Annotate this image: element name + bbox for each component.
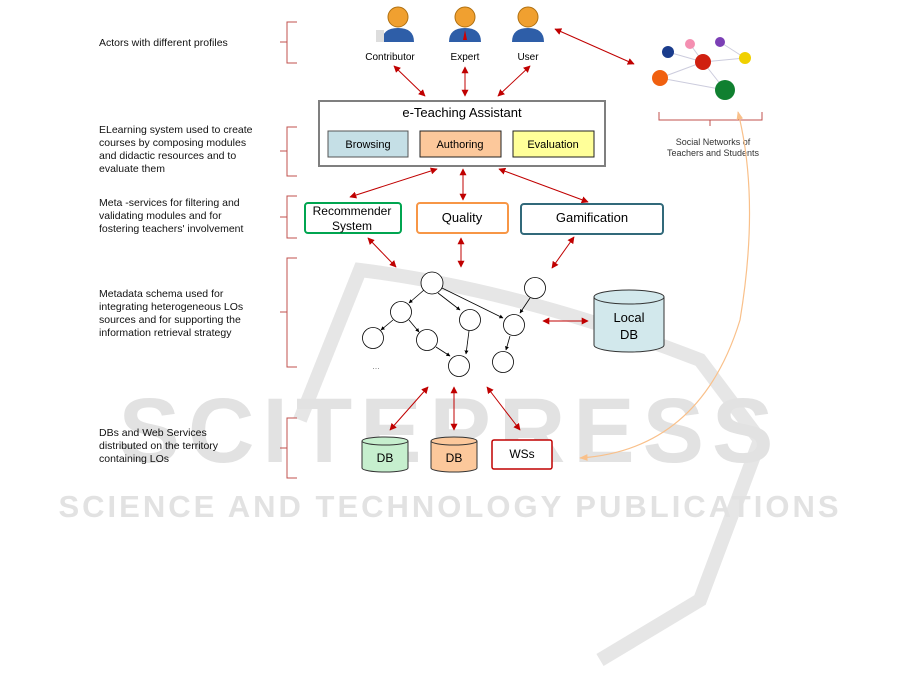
local-db-label-2: DB xyxy=(620,327,638,342)
label-metadata: Metadata schema used for integrating het… xyxy=(99,288,244,339)
expert-icon xyxy=(449,6,481,42)
graph-ellipsis: ... xyxy=(372,361,380,371)
db-orange-cylinder xyxy=(430,436,478,473)
evaluation-label: Evaluation xyxy=(527,139,578,151)
label-meta-services: Meta -services for filtering and validat… xyxy=(99,197,244,235)
quality-label: Quality xyxy=(442,210,483,225)
ws-label: WSs xyxy=(509,447,534,461)
social-network-icon xyxy=(652,37,751,100)
db-green-cylinder xyxy=(361,436,409,473)
db-orange-label: DB xyxy=(446,451,463,465)
label-elearning: ELearning system used to create courses … xyxy=(99,124,253,175)
user-icon xyxy=(512,6,544,42)
recommender-label-2: System xyxy=(332,219,372,233)
actor-expert: Expert xyxy=(451,52,480,63)
social-label-1: Social Networks of xyxy=(676,137,751,147)
local-db-label-1: Local xyxy=(613,310,644,325)
contributor-icon xyxy=(376,6,414,42)
label-dbs: DBs and Web Services distributed on the … xyxy=(99,427,219,465)
quality-box[interactable] xyxy=(416,202,509,234)
db-green-label: DB xyxy=(377,451,394,465)
ws-box xyxy=(491,439,553,470)
actor-contributor: Contributor xyxy=(365,52,415,63)
recommender-system-box[interactable] xyxy=(304,202,402,234)
authoring-label: Authoring xyxy=(436,139,483,151)
gamification-label: Gamification xyxy=(556,210,628,225)
label-actors: Actors with different profiles xyxy=(99,37,228,49)
metadata-graph xyxy=(362,271,546,377)
evaluation-module[interactable] xyxy=(512,130,595,158)
browsing-module[interactable] xyxy=(327,130,409,158)
watermark-subtitle: SCIENCE AND TECHNOLOGY PUBLICATIONS xyxy=(58,489,841,524)
social-to-ws-arrow xyxy=(579,111,751,461)
local-db-cylinder xyxy=(593,289,665,353)
browsing-label: Browsing xyxy=(345,139,390,151)
gamification-box[interactable] xyxy=(520,203,664,235)
actor-icons xyxy=(376,6,544,42)
authoring-module[interactable] xyxy=(419,130,502,158)
recommender-label-1: Recommender xyxy=(313,204,392,218)
actor-user: User xyxy=(517,52,539,63)
assistant-title: e-Teaching Assistant xyxy=(402,105,522,120)
arrows xyxy=(349,28,635,431)
